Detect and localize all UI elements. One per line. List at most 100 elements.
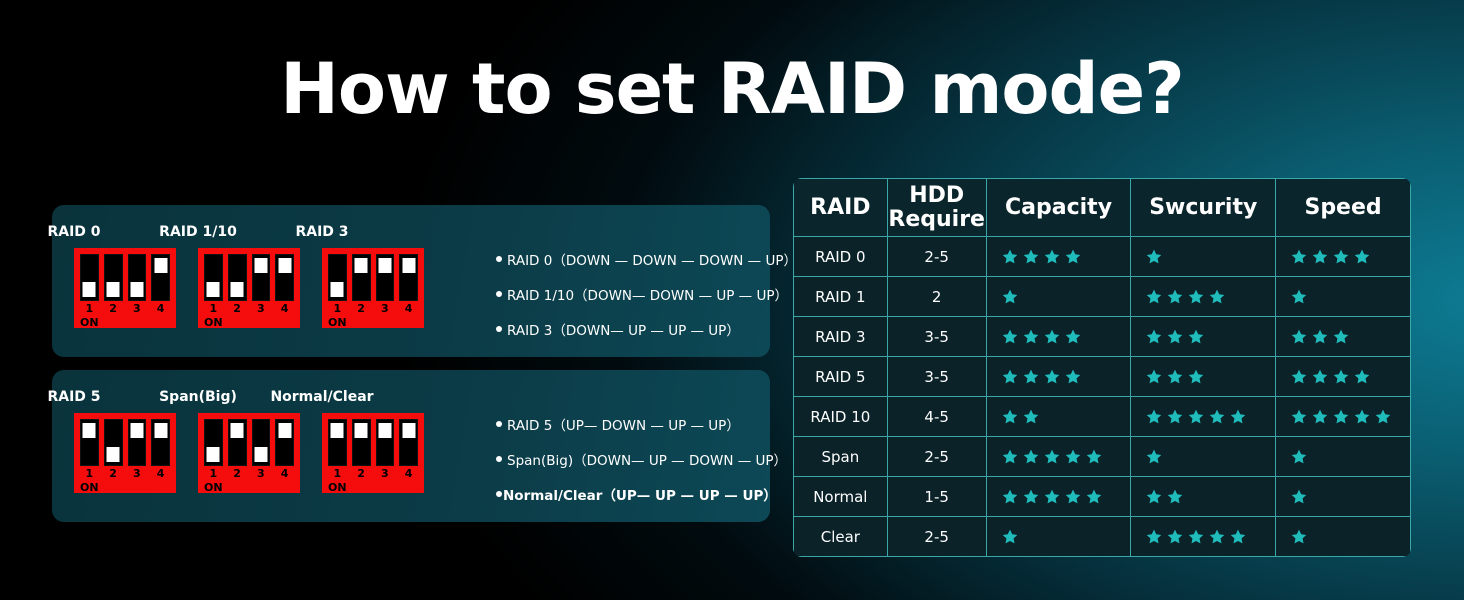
dip-switch-toggle[interactable] <box>204 419 223 466</box>
legend-text: RAID 1/10（DOWN— DOWN — UP — UP） <box>507 287 788 304</box>
speed-cell <box>1275 316 1411 357</box>
dip-knob-up-icon <box>402 423 416 438</box>
dip-switch-toggle[interactable] <box>151 419 170 466</box>
dip-switch-toggle[interactable] <box>351 419 371 466</box>
dip-number: 3 <box>257 302 265 315</box>
star-icon <box>1210 409 1225 423</box>
star-rating <box>1276 437 1410 476</box>
raid-mode-cell: RAID 1 <box>793 276 888 317</box>
star-icon <box>1168 369 1183 383</box>
star-icon <box>1291 449 1307 463</box>
dip-number: 2 <box>109 302 117 315</box>
dip-switch-toggle[interactable] <box>375 419 395 466</box>
dip-switch-toggle[interactable] <box>227 254 247 301</box>
dip-knob-down-icon <box>106 282 120 297</box>
star-rating <box>1131 317 1275 356</box>
dip-on-label: ON <box>204 481 223 494</box>
star-icon <box>1291 329 1307 343</box>
dip-switch-toggle[interactable] <box>399 254 418 301</box>
star-rating <box>1131 357 1275 396</box>
speed-cell <box>1275 436 1411 477</box>
dip-slot-row <box>204 419 294 466</box>
dip-switch-toggle[interactable] <box>275 254 294 301</box>
dip-switch-toggle[interactable] <box>80 254 99 301</box>
dip-switch-toggle[interactable] <box>375 254 395 301</box>
column-header-line: Swcurity <box>1149 194 1258 220</box>
dip-switch-toggle[interactable] <box>275 419 294 466</box>
dip-knob-up-icon <box>378 258 392 273</box>
hdd-require-cell: 1-5 <box>886 476 987 517</box>
dip-knob-down-icon <box>206 447 220 462</box>
speed-cell <box>1275 356 1411 397</box>
star-icon <box>1147 529 1162 543</box>
dip-switch-toggle[interactable] <box>151 254 170 301</box>
dip-switch-toggle[interactable] <box>204 254 223 301</box>
column-header-line: HDD <box>909 183 965 209</box>
legend-item: RAID 3（DOWN— UP — UP — UP） <box>496 311 756 346</box>
star-rating <box>1276 277 1410 316</box>
capacity-cell <box>985 396 1132 437</box>
security-cell <box>1130 436 1277 477</box>
star-icon <box>1023 449 1038 463</box>
dip-number: 2 <box>357 467 365 480</box>
dip-switch-toggle[interactable] <box>251 419 271 466</box>
star-icon <box>1231 409 1246 423</box>
star-icon <box>1044 449 1059 463</box>
dip-number: 4 <box>156 302 165 315</box>
star-rating <box>1276 397 1410 436</box>
star-rating <box>987 477 1131 516</box>
star-icon <box>1354 409 1370 423</box>
star-icon <box>1086 489 1101 503</box>
dip-switch-toggle[interactable] <box>80 419 99 466</box>
dip-number: 4 <box>280 302 289 315</box>
column-header: Speed <box>1275 178 1411 237</box>
hdd-require-cell: 3-5 <box>886 356 987 397</box>
dip-switch-toggle[interactable] <box>127 254 147 301</box>
star-icon <box>1147 249 1162 263</box>
dip-slot-row <box>80 419 170 466</box>
star-icon <box>1023 329 1038 343</box>
star-rating <box>1276 237 1410 276</box>
column-header-line: Capacity <box>1005 194 1113 220</box>
dip-switch-toggle[interactable] <box>351 254 371 301</box>
column-header-line: RAID <box>810 194 871 220</box>
dip-knob-up-icon <box>154 423 168 438</box>
dip-knob-up-icon <box>402 258 416 273</box>
star-icon <box>1065 489 1080 503</box>
hdd-require-cell: 2-5 <box>886 436 987 477</box>
star-icon <box>1333 249 1349 263</box>
dip-number: 4 <box>280 467 289 480</box>
legend-text: Normal/Clear（UP— UP — UP — UP） <box>503 487 777 504</box>
dip-knob-up-icon <box>82 423 96 438</box>
star-rating <box>987 237 1131 276</box>
capacity-cell <box>985 436 1132 477</box>
dip-switch-toggle[interactable] <box>103 419 123 466</box>
column-header-line: Require <box>888 206 985 232</box>
dip-switch-toggle[interactable] <box>103 254 123 301</box>
security-cell <box>1130 236 1277 277</box>
dip-switch-toggle[interactable] <box>251 254 271 301</box>
raid-mode-cell: Clear <box>793 516 888 557</box>
dip-switch-toggle[interactable] <box>328 254 347 301</box>
star-icon <box>1002 329 1017 343</box>
star-rating <box>1131 477 1275 516</box>
dip-switch-toggle[interactable] <box>399 419 418 466</box>
dip-switch-toggle[interactable] <box>328 419 347 466</box>
star-icon <box>1065 249 1080 263</box>
dip-switch-toggle[interactable] <box>127 419 147 466</box>
star-icon <box>1023 409 1038 423</box>
dip-switch-toggle[interactable] <box>227 419 247 466</box>
dip-on-label: ON <box>80 316 99 329</box>
